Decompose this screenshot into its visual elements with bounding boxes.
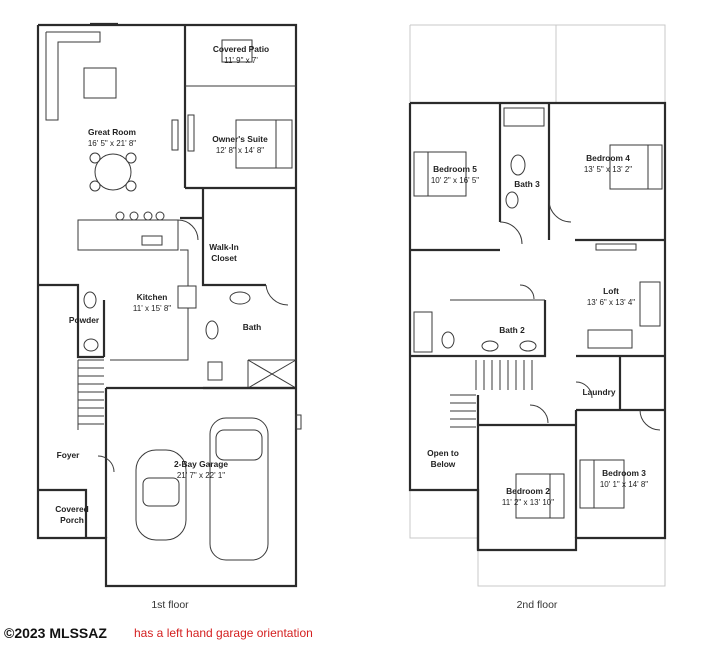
bath2-label: Bath 2 bbox=[499, 325, 525, 335]
garage-orientation-note: has a left hand garage orientation bbox=[134, 626, 313, 640]
covered-porch-label-2: Porch bbox=[60, 515, 84, 525]
bath-label: Bath bbox=[243, 322, 262, 332]
foyer-label: Foyer bbox=[57, 450, 81, 460]
walk-in-closet-label-1: Walk-In bbox=[209, 242, 238, 252]
open-to-below-label-1: Open to bbox=[427, 448, 459, 458]
first-floor-labels: Great Room 16' 5" x 21' 8" Covered Patio… bbox=[55, 44, 269, 611]
first-floor-plan bbox=[36, 22, 302, 588]
garage-label: 2-Bay Garage bbox=[174, 459, 228, 469]
bedroom2-label: Bedroom 2 bbox=[506, 486, 550, 496]
covered-patio-label: Covered Patio bbox=[213, 44, 269, 54]
mls-watermark: ©2023 MLSSAZ bbox=[4, 625, 107, 641]
owners-suite-label: Owner's Suite bbox=[212, 134, 268, 144]
covered-patio-dims: 11' 9" x 7' bbox=[224, 56, 258, 65]
bedroom3-dims: 10' 1" x 14' 8" bbox=[600, 480, 648, 489]
great-room-label: Great Room bbox=[88, 127, 136, 137]
kitchen-dims: 11' x 15' 8" bbox=[133, 304, 171, 313]
walk-in-closet-label-2: Closet bbox=[211, 253, 237, 263]
bedroom4-label: Bedroom 4 bbox=[586, 153, 630, 163]
bath3-label: Bath 3 bbox=[514, 179, 540, 189]
second-floor-plan bbox=[408, 24, 667, 587]
bedroom5-dims: 10' 2" x 16' 5" bbox=[431, 176, 479, 185]
second-floor-labels: Bedroom 5 10' 2" x 16' 5" Bath 3 Bedroom… bbox=[427, 153, 648, 611]
garage-dims: 21' 7" x 22' 1" bbox=[177, 471, 225, 480]
owners-suite-dims: 12' 8" x 14' 8" bbox=[216, 146, 264, 155]
powder-label: Powder bbox=[69, 315, 100, 325]
first-floor-caption: 1st floor bbox=[151, 599, 189, 611]
covered-porch-label-1: Covered bbox=[55, 504, 89, 514]
second-floor-caption: 2nd floor bbox=[517, 599, 558, 611]
kitchen-label: Kitchen bbox=[137, 292, 168, 302]
bedroom2-dims: 11' 2" x 13' 10" bbox=[502, 498, 554, 507]
bedroom5-label: Bedroom 5 bbox=[433, 164, 477, 174]
loft-label: Loft bbox=[603, 286, 619, 296]
laundry-label: Laundry bbox=[582, 387, 615, 397]
open-to-below-label-2: Below bbox=[431, 459, 456, 469]
bedroom3-label: Bedroom 3 bbox=[602, 468, 646, 478]
loft-dims: 13' 6" x 13' 4" bbox=[587, 298, 635, 307]
bedroom4-dims: 13' 5" x 13' 2" bbox=[584, 165, 632, 174]
great-room-dims: 16' 5" x 21' 8" bbox=[88, 139, 136, 148]
